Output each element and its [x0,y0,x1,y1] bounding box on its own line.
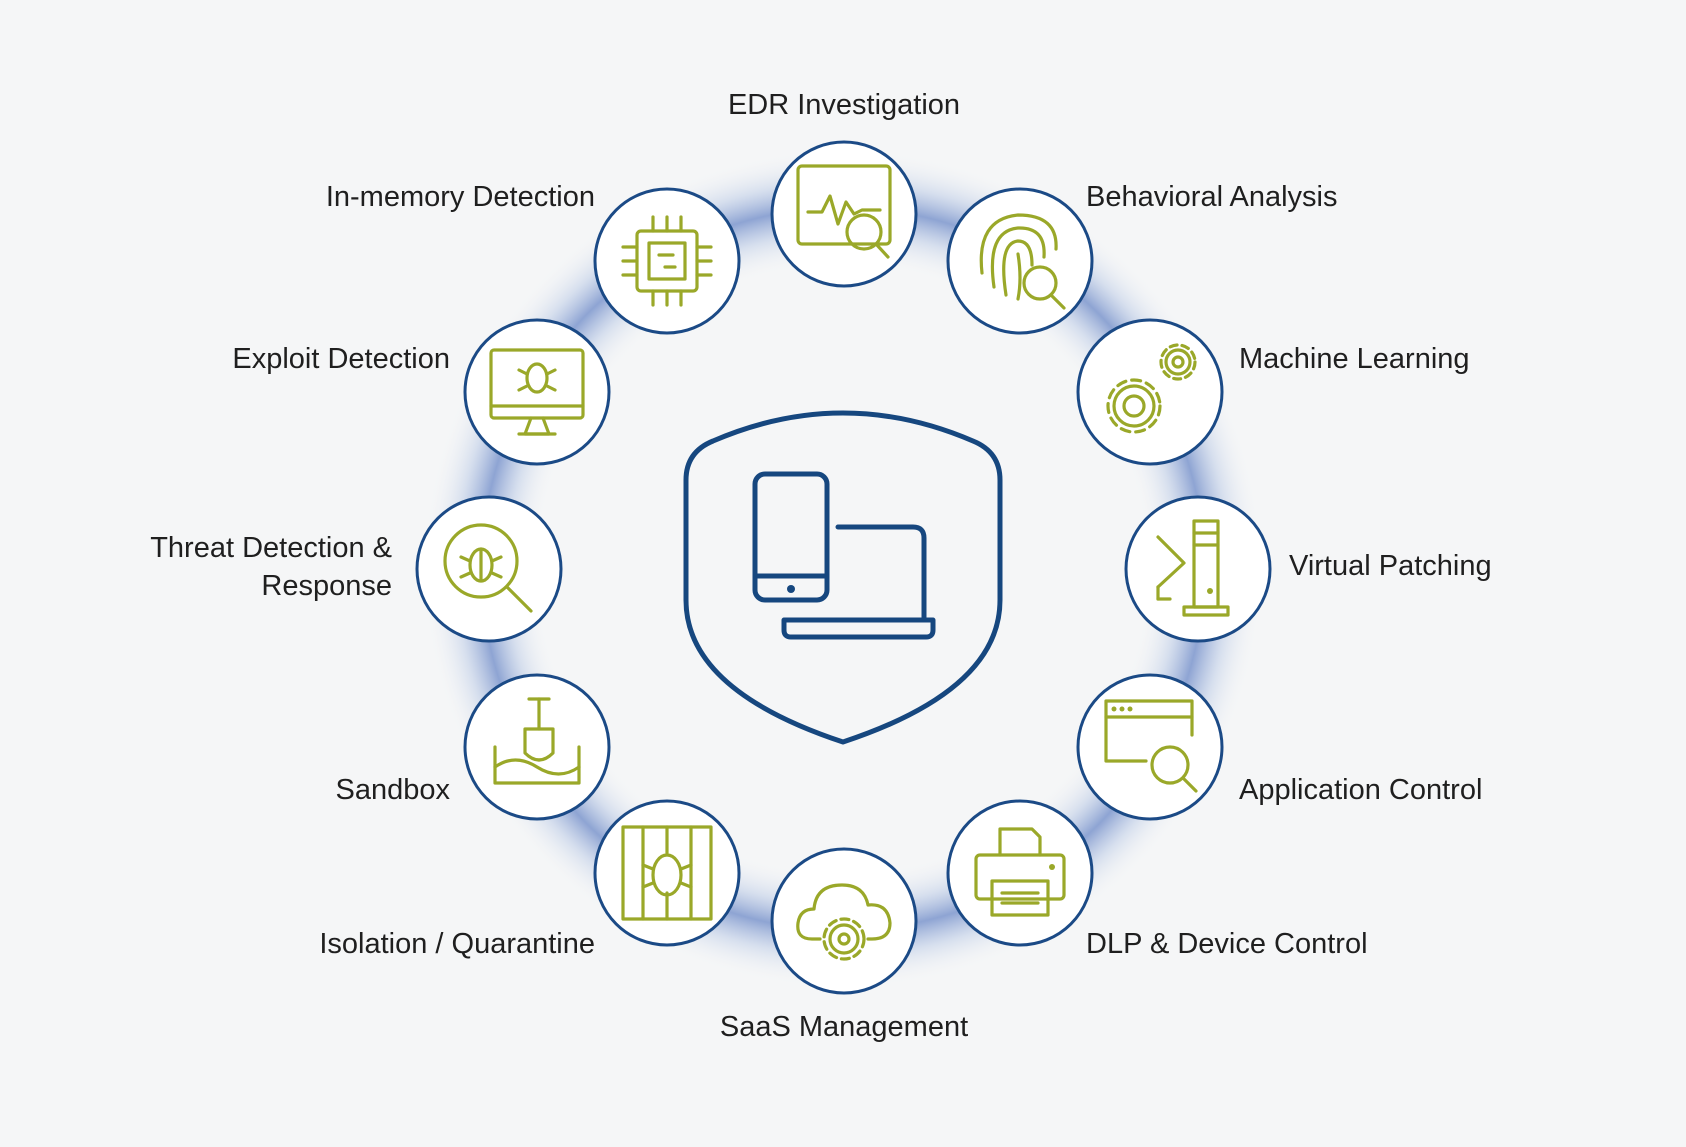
label-threat: Threat Detection & Response [150,529,392,605]
label-exploit: Exploit Detection [232,343,450,375]
label-behavioral: Behavioral Analysis [1086,181,1338,213]
gears-icon [1106,343,1197,434]
cloud-gear-icon [796,883,892,961]
label-edr: EDR Investigation [727,89,961,121]
caged-bug-icon [621,825,713,921]
node-dlp[interactable] [946,799,1094,947]
node-exploit[interactable] [463,318,611,466]
node-behavioral[interactable] [946,187,1094,335]
label-isolation: Isolation / Quarantine [319,928,595,960]
monitor-bug-icon [489,348,585,436]
node-patching[interactable] [1124,495,1272,643]
label-threat-line1: Threat Detection & [150,532,392,564]
label-threat-line2: Response [261,570,392,602]
label-sandbox: Sandbox [335,774,451,806]
node-memory[interactable] [593,187,741,335]
node-edr[interactable] [770,140,918,288]
label-dlp: DLP & Device Control [1086,928,1368,960]
node-appcontrol[interactable] [1076,673,1224,821]
label-memory: In-memory Detection [325,181,595,213]
monitor-search-icon [796,164,892,259]
node-saas[interactable] [770,847,918,995]
label-ml: Machine Learning [1239,343,1470,375]
node-sandbox[interactable] [463,673,611,821]
server-patch-icon [1156,519,1230,617]
glow-ring [423,149,1263,989]
printer-icon [974,827,1066,917]
shield-devices-icon [683,410,1003,745]
browser-search-icon [1104,699,1198,793]
node-ml[interactable] [1076,318,1224,466]
label-appcontrol: Application Control [1239,774,1483,806]
fingerprint-search-icon [979,213,1066,310]
label-patching: Virtual Patching [1289,550,1492,582]
node-threat[interactable] [415,495,563,643]
label-saas: SaaS Management [719,1011,969,1043]
chip-icon [621,215,713,307]
bug-search-icon [443,523,533,613]
node-isolation[interactable] [593,799,741,947]
shovel-sand-icon [493,697,581,785]
